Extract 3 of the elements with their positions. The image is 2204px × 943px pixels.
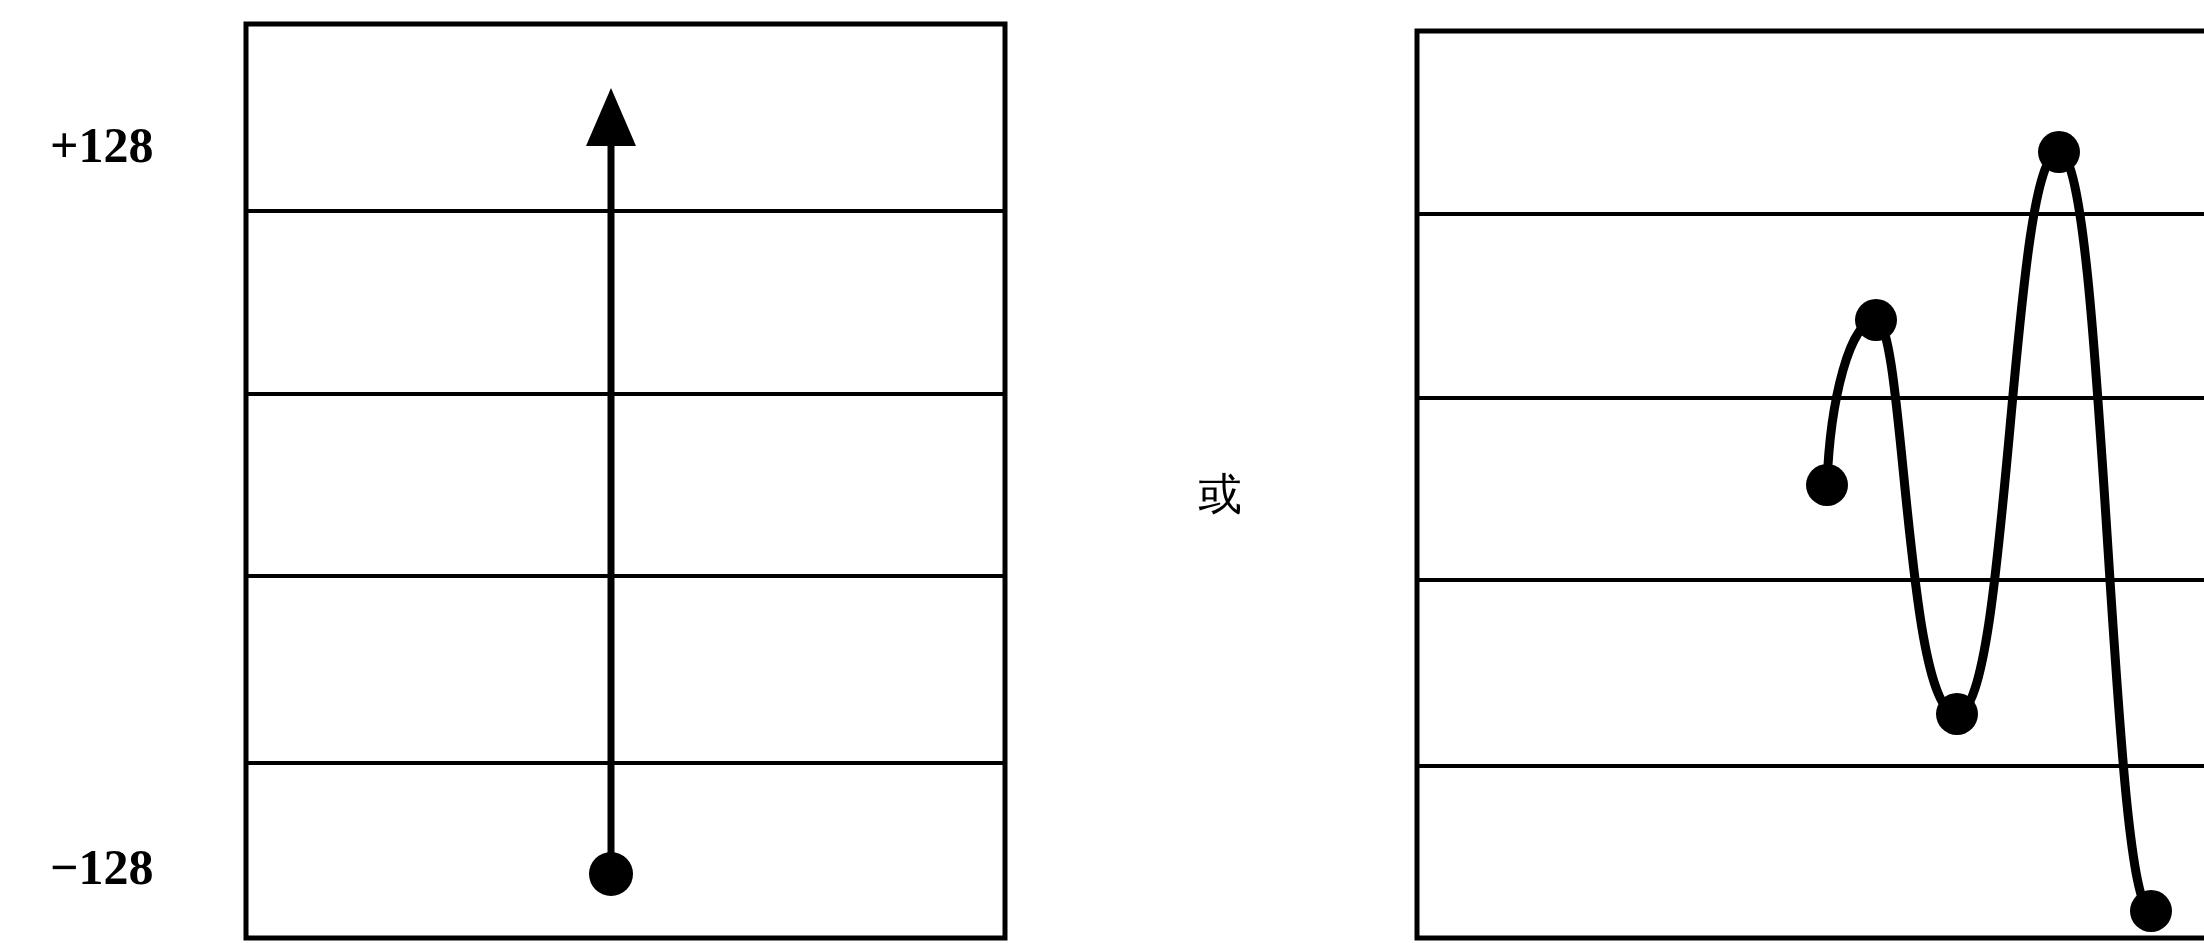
- scale-label: +128: [50, 120, 154, 170]
- conjunction-text: 或: [1198, 472, 1242, 516]
- scale-label: −128: [50, 842, 154, 892]
